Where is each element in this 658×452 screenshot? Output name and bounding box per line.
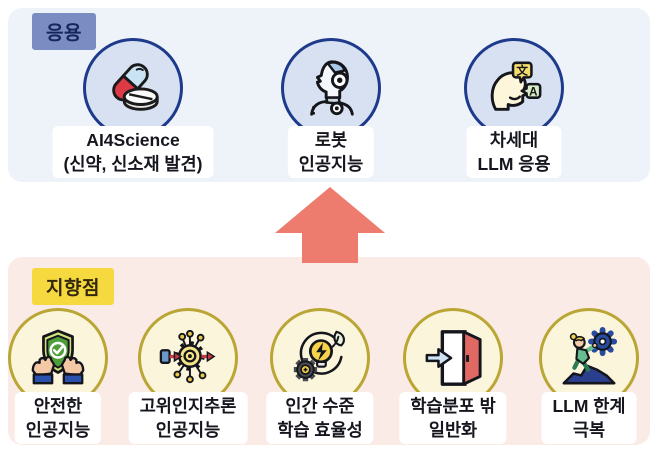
- learning-efficiency-circle: [270, 308, 370, 408]
- learning-efficiency-label-line2: 학습 효율성: [277, 420, 363, 440]
- up-arrow: [275, 187, 385, 263]
- robot-ai-label-line2: 인공지능: [298, 154, 364, 174]
- ai4science-label-line1: AI4Science: [86, 130, 180, 150]
- robot-icon: [310, 60, 354, 116]
- ai4science-label: AI4Science (신약, 신소재 발견): [52, 126, 214, 178]
- overcome-llm-label-line1: LLM 한계: [552, 396, 626, 416]
- svg-text:文: 文: [516, 63, 528, 77]
- ai4science-circle: [83, 38, 183, 138]
- ood-generalization-label-line1: 학습분포 밖: [410, 396, 496, 416]
- door-arrow-icon: [425, 330, 482, 386]
- safe-ai-label: 안전한 인공지능: [14, 392, 102, 444]
- translation-icon: 文 A: [490, 61, 542, 111]
- ood-generalization-label-line2: 일반화: [428, 420, 478, 440]
- applications-tag: 응용: [32, 13, 96, 50]
- learning-efficiency-label: 인간 수준 학습 효율성: [266, 392, 374, 444]
- next-gen-llm-label: 차세대 LLM 응용: [466, 126, 562, 178]
- network-gear-icon: [159, 329, 216, 384]
- overcome-llm-label: LLM 한계 극복: [541, 392, 637, 444]
- robot-ai-label: 로봇 인공지능: [287, 126, 375, 178]
- ai4science-label-line2: (신약, 신소재 발견): [63, 154, 203, 174]
- shield-hands-icon: [31, 329, 85, 385]
- high-cognitive-ai-label-line2: 인공지능: [155, 420, 221, 440]
- safe-ai-label-line2: 인공지능: [25, 420, 91, 440]
- robot-ai-label-line1: 로봇: [314, 130, 348, 150]
- next-gen-llm-label-line1: 차세대: [489, 130, 539, 150]
- climb-gear-icon: [562, 327, 618, 385]
- next-gen-llm-circle: 文 A: [464, 38, 564, 138]
- high-cognitive-ai-label: 고위인지추론 인공지능: [128, 392, 248, 444]
- robot-ai-circle: [281, 38, 381, 138]
- ood-generalization-circle: [403, 308, 503, 408]
- high-cognitive-ai-label-line1: 고위인지추론: [139, 396, 237, 416]
- safe-ai-label-line1: 안전한: [33, 396, 83, 416]
- overcome-llm-circle: [539, 308, 639, 408]
- bulb-gear-leaf-icon: [293, 330, 346, 382]
- next-gen-llm-label-line2: LLM 응용: [477, 154, 551, 174]
- svg-text:A: A: [529, 85, 538, 98]
- learning-efficiency-label-line1: 인간 수준: [285, 396, 355, 416]
- pill-icon: [112, 63, 159, 111]
- high-cognitive-ai-circle: [138, 308, 238, 408]
- goals-tag: 지향점: [32, 268, 114, 305]
- ood-generalization-label: 학습분포 밖 일반화: [399, 392, 507, 444]
- overcome-llm-label-line2: 극복: [572, 420, 606, 440]
